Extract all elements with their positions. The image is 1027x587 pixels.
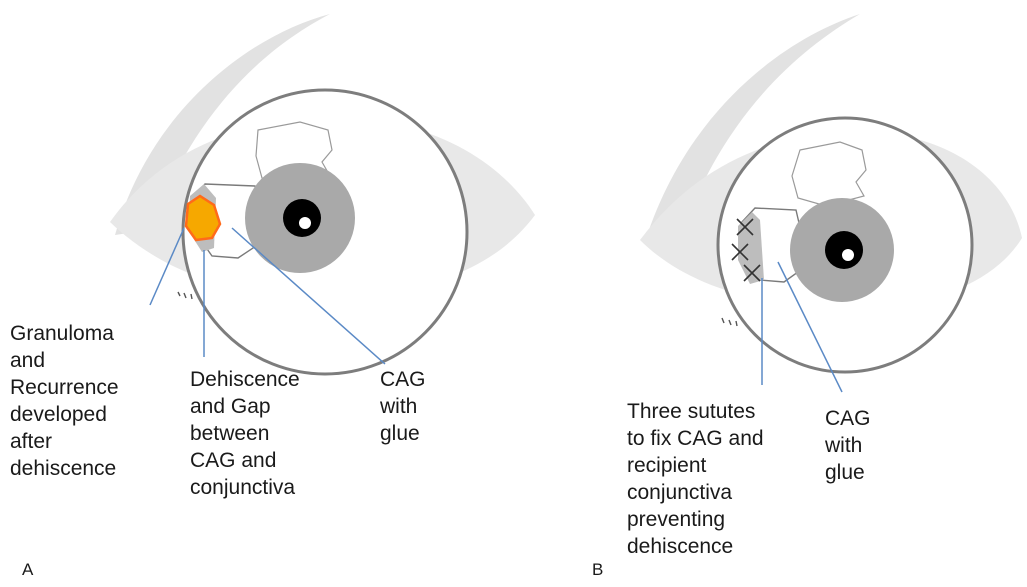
cag-label-b: CAG with glue (825, 405, 871, 486)
panel-a-eye (110, 14, 535, 374)
panel-b-letter: B (592, 560, 603, 580)
label-line: preventing (627, 506, 764, 533)
label-line: Dehiscence (190, 366, 300, 393)
label-line: with (380, 393, 426, 420)
label-line: between (190, 420, 300, 447)
granuloma-label: Granuloma and Recurrence developed after… (10, 320, 119, 482)
label-line: Granuloma (10, 320, 119, 347)
panel-b-eye (640, 14, 1022, 392)
label-line: and Gap (190, 393, 300, 420)
label-line: and (10, 347, 119, 374)
pupil-highlight (842, 249, 854, 261)
dehiscence-label: Dehiscence and Gap between CAG and conju… (190, 366, 300, 501)
pupil-highlight (299, 217, 311, 229)
eyelash-marks (722, 318, 737, 326)
label-line: glue (380, 420, 426, 447)
label-line: CAG (825, 405, 871, 432)
label-line: CAG (380, 366, 426, 393)
label-line: with (825, 432, 871, 459)
label-line: developed (10, 401, 119, 428)
label-line: Recurrence (10, 374, 119, 401)
label-line: to fix CAG and (627, 425, 764, 452)
panel-a-letter: A (22, 560, 33, 580)
pupil-circle (825, 231, 863, 269)
cag-label-a: CAG with glue (380, 366, 426, 447)
label-line: conjunctiva (190, 474, 300, 501)
label-line: conjunctiva (627, 479, 764, 506)
label-line: Three sututes (627, 398, 764, 425)
label-line: CAG and (190, 447, 300, 474)
label-line: dehiscence (10, 455, 119, 482)
label-line: recipient (627, 452, 764, 479)
sutures-label: Three sututes to fix CAG and recipient c… (627, 398, 764, 560)
label-line: glue (825, 459, 871, 486)
label-line: dehiscence (627, 533, 764, 560)
eyelash-marks (178, 292, 192, 299)
label-line: after (10, 428, 119, 455)
